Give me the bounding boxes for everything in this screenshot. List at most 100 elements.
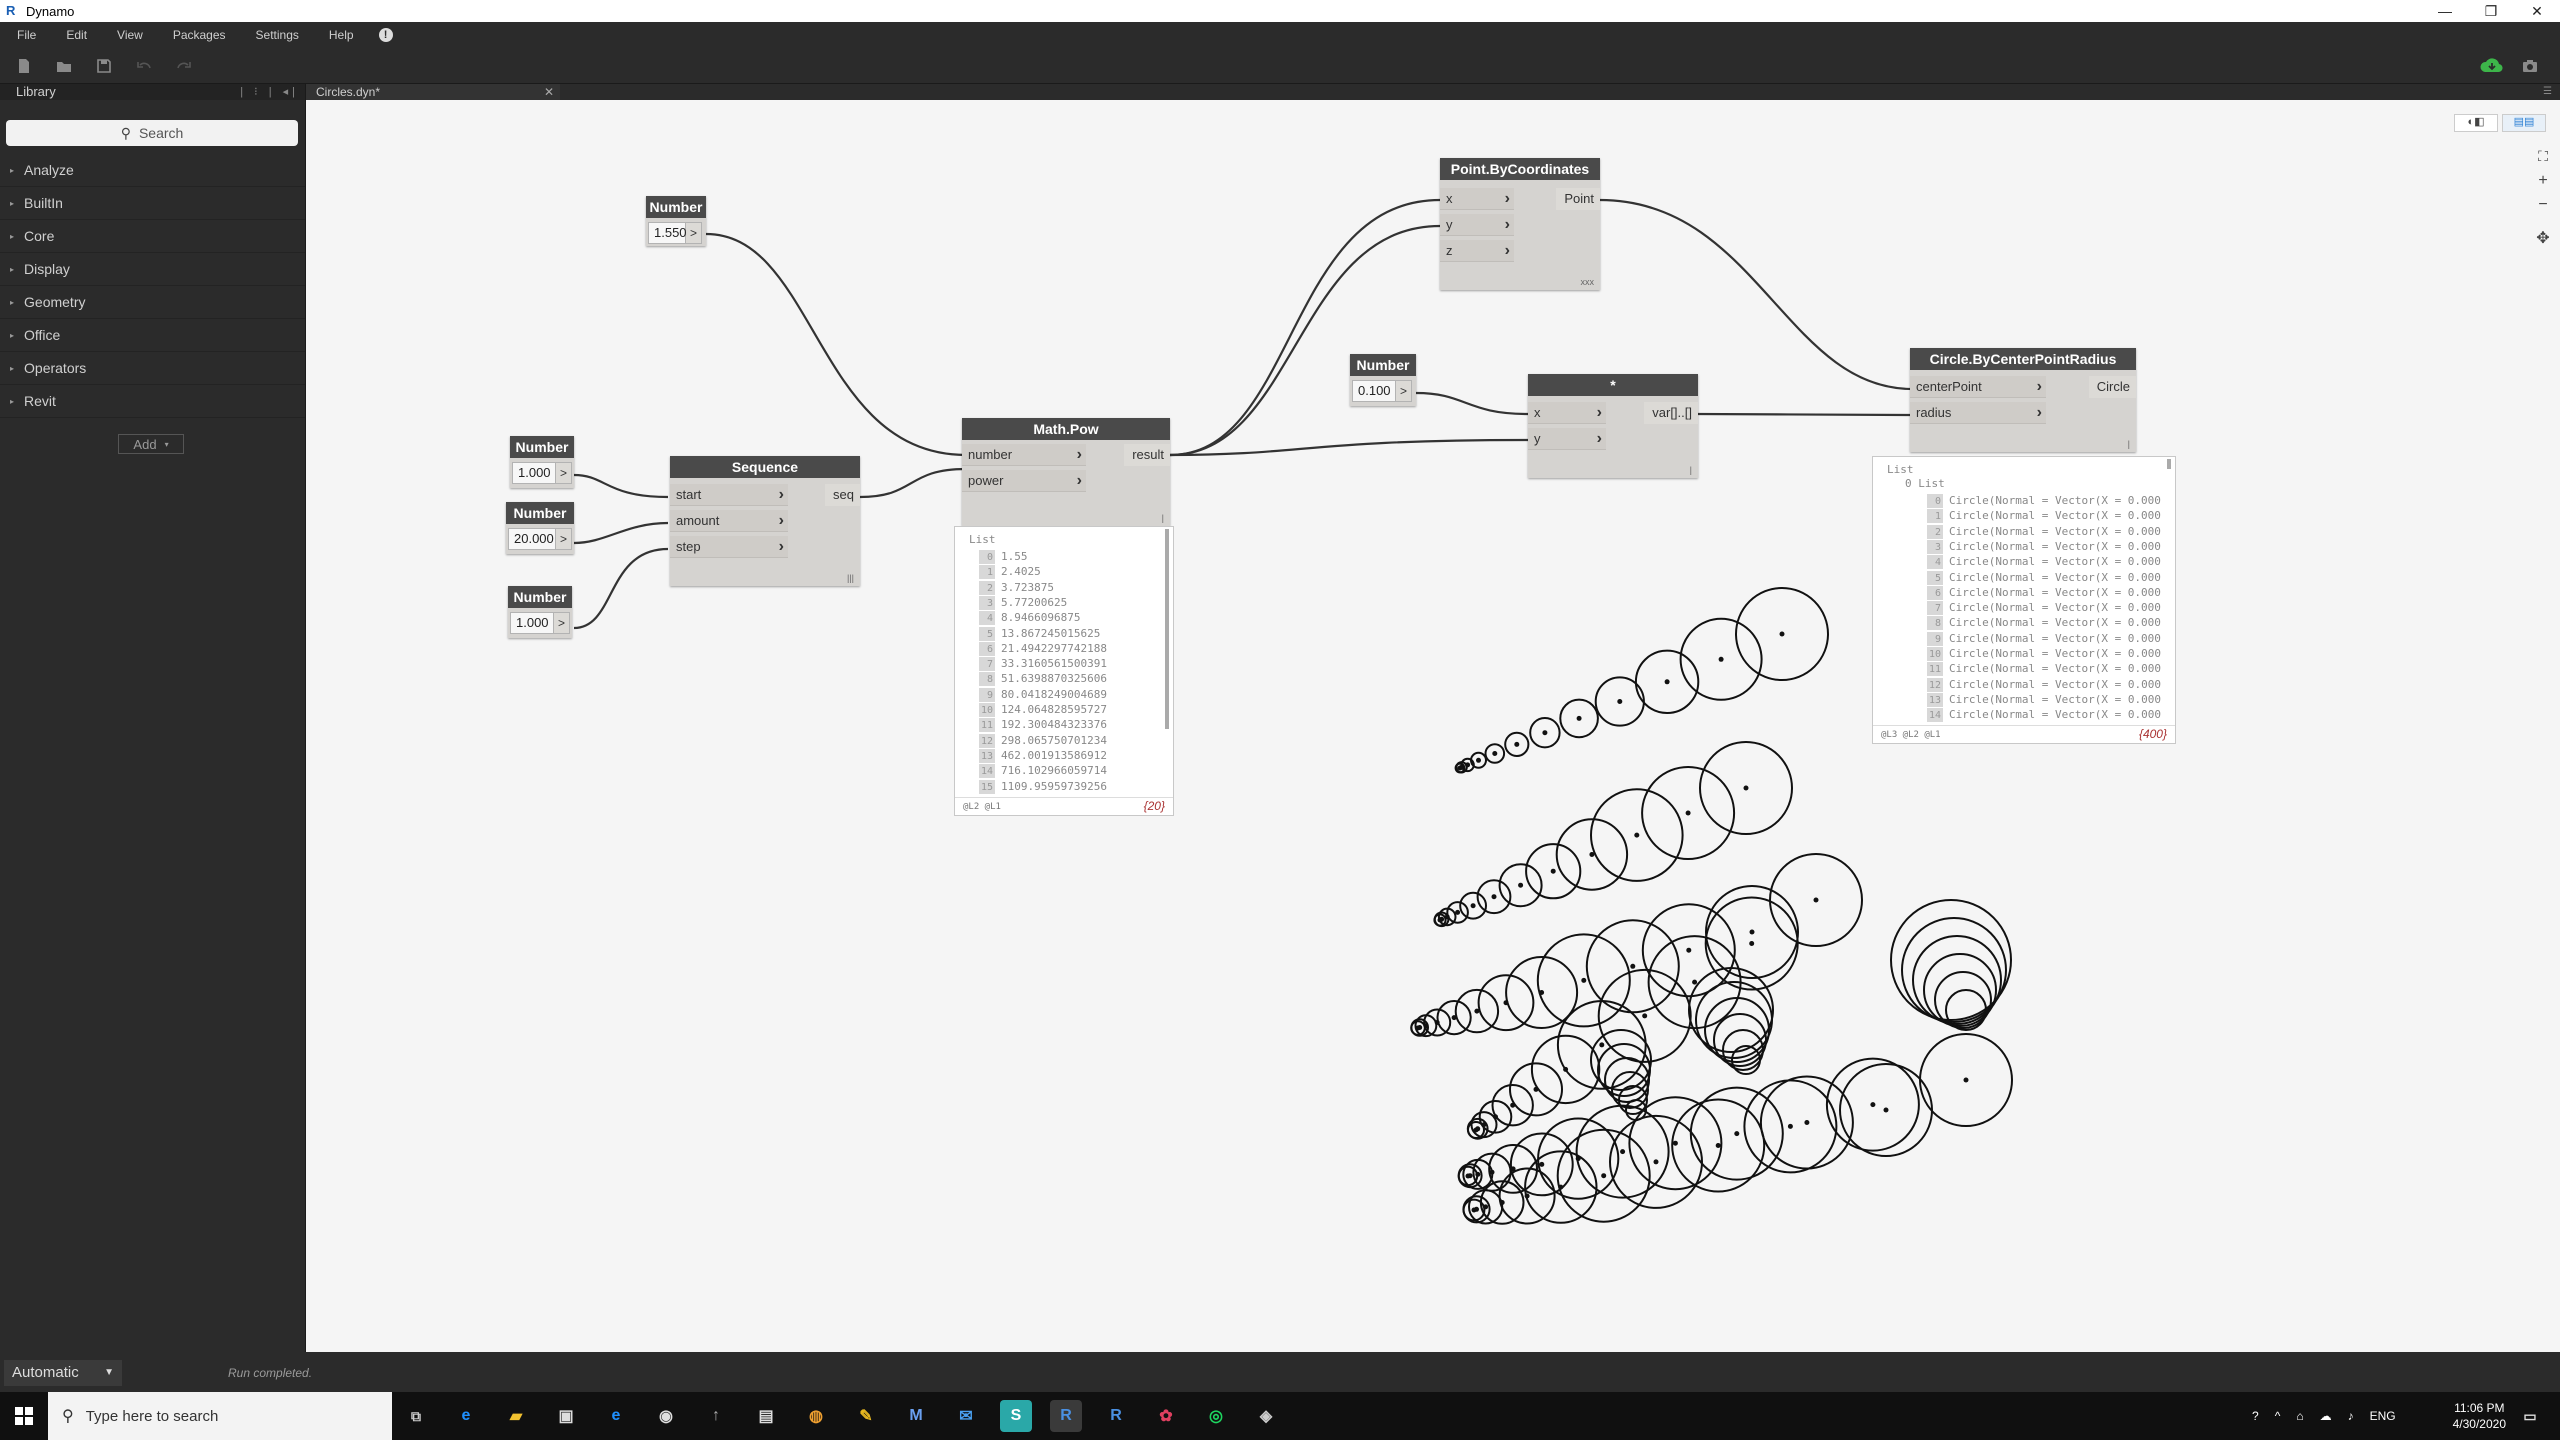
output-port[interactable]: >: [1396, 380, 1412, 402]
menu-edit[interactable]: Edit: [66, 28, 88, 42]
info-icon[interactable]: !: [378, 28, 393, 42]
lacing-indicator[interactable]: |: [2127, 439, 2130, 449]
network-icon[interactable]: ⌂: [2296, 1409, 2304, 1423]
number-node-factor[interactable]: Number 0.100 >: [1350, 354, 1416, 406]
tab-circles[interactable]: Circles.dyn* ✕: [306, 84, 560, 100]
input-port-y[interactable]: y›: [1440, 214, 1514, 236]
redo-button[interactable]: [172, 54, 196, 78]
screenshot-button[interactable]: [2518, 54, 2542, 78]
input-port-y[interactable]: y›: [1528, 428, 1606, 450]
library-category-core[interactable]: ▸Core: [0, 220, 305, 253]
output-port-circle[interactable]: Circle: [2088, 376, 2136, 398]
restore-button[interactable]: ❐: [2484, 2, 2498, 19]
output-port-seq[interactable]: seq: [825, 484, 860, 506]
cloud-icon[interactable]: ☁: [2319, 1409, 2332, 1423]
pencil-icon[interactable]: ✎: [859, 1408, 873, 1425]
graph-canvas[interactable]: Number 1.550 > Number 1.000 > Number 20.…: [306, 100, 2560, 1352]
input-port-number[interactable]: number›: [962, 444, 1086, 466]
tray-expand-icon[interactable]: ^: [2274, 1409, 2281, 1423]
chrome-icon[interactable]: ◉: [659, 1408, 673, 1425]
number-node-base[interactable]: Number 1.550 >: [646, 196, 706, 246]
number-input[interactable]: 1.550: [648, 222, 687, 244]
preview-scrollbar[interactable]: [2167, 459, 2171, 469]
notification-icon[interactable]: ▭: [2523, 1407, 2537, 1424]
number-node-amount[interactable]: Number 20.000 >: [506, 502, 574, 554]
revit-icon-active[interactable]: R: [1050, 1400, 1082, 1432]
input-port-start[interactable]: start›: [670, 484, 788, 506]
number-input[interactable]: 20.000: [508, 528, 556, 550]
add-library-button[interactable]: Add ▾: [118, 434, 184, 454]
input-port-step[interactable]: step›: [670, 536, 788, 558]
multiply-node[interactable]: * x› y› var[]..[] |: [1528, 374, 1698, 478]
circle-by-center-point-radius-node[interactable]: Circle.ByCenterPointRadius centerPoint› …: [1910, 348, 2136, 452]
point-by-coordinates-node[interactable]: Point.ByCoordinates x› y› z› Point xxx: [1440, 158, 1600, 290]
menu-view[interactable]: View: [117, 28, 143, 42]
menu-settings[interactable]: Settings: [255, 28, 299, 42]
lacing-indicator[interactable]: |||: [846, 573, 854, 583]
volume-icon[interactable]: ♪: [2347, 1409, 2354, 1423]
number-node-step[interactable]: Number 1.000 >: [508, 586, 572, 638]
library-category-builtin[interactable]: ▸BuiltIn: [0, 187, 305, 220]
revit-icon[interactable]: R: [1110, 1407, 1122, 1424]
undo-button[interactable]: [132, 54, 156, 78]
menu-file[interactable]: File: [17, 28, 37, 42]
sequence-node[interactable]: Sequence start› amount› step› seq |||: [670, 456, 860, 586]
upload-icon[interactable]: ↑: [712, 1407, 720, 1424]
number-input[interactable]: 0.100: [1352, 380, 1396, 402]
menu-help[interactable]: Help: [328, 28, 354, 42]
input-port-amount[interactable]: amount›: [670, 510, 788, 532]
pan-button[interactable]: ✥: [2534, 228, 2552, 247]
output-port-point[interactable]: Point: [1556, 188, 1600, 210]
input-port-x[interactable]: x›: [1440, 188, 1514, 210]
input-port-z[interactable]: z›: [1440, 240, 1514, 262]
task-view-icon[interactable]: ⧉: [411, 1407, 421, 1424]
start-button[interactable]: [0, 1392, 48, 1440]
browser-icon[interactable]: ◍: [809, 1408, 823, 1425]
math-pow-node[interactable]: Math.Pow number› power› result |: [962, 418, 1170, 526]
save-button[interactable]: [92, 54, 116, 78]
input-port-power[interactable]: power›: [962, 470, 1086, 492]
language-indicator[interactable]: ENG: [2369, 1409, 2396, 1423]
library-layout-icon[interactable]: | ⁝ | ◂|: [240, 86, 299, 98]
number-node-start[interactable]: Number 1.000 >: [510, 436, 574, 488]
input-port-x[interactable]: x›: [1528, 402, 1606, 424]
output-port-result[interactable]: result: [1124, 444, 1170, 466]
library-category-analyze[interactable]: ▸Analyze: [0, 154, 305, 187]
geometry-view-toggle[interactable]: ◐◧: [2454, 114, 2498, 132]
edge-icon[interactable]: e: [461, 1407, 471, 1424]
ie-icon[interactable]: e: [611, 1407, 621, 1424]
mail-icon[interactable]: ✉: [959, 1408, 973, 1425]
lacing-indicator[interactable]: |: [1161, 513, 1164, 523]
dynamo-taskbar-icon[interactable]: ◈: [1259, 1408, 1273, 1425]
app-m-icon[interactable]: M: [909, 1407, 923, 1424]
library-category-operators[interactable]: ▸Operators: [0, 352, 305, 385]
store-icon[interactable]: ▣: [558, 1408, 574, 1425]
spotify-icon[interactable]: ◎: [1209, 1408, 1223, 1425]
zoom-out-button[interactable]: −: [2534, 196, 2552, 214]
menu-packages[interactable]: Packages: [172, 28, 226, 42]
library-category-display[interactable]: ▸Display: [0, 253, 305, 286]
document-icon[interactable]: ▤: [758, 1408, 774, 1425]
minimize-button[interactable]: —: [2438, 3, 2452, 19]
open-file-button[interactable]: [52, 54, 76, 78]
zoom-fit-button[interactable]: ⛶: [2534, 148, 2552, 166]
tab-menu-icon[interactable]: ☰: [2543, 86, 2552, 97]
library-category-geometry[interactable]: ▸Geometry: [0, 286, 305, 319]
new-file-button[interactable]: [12, 54, 36, 78]
output-port[interactable]: >: [686, 222, 702, 244]
output-port[interactable]: >: [556, 528, 572, 550]
lacing-indicator[interactable]: |: [1689, 465, 1692, 475]
preview-scrollbar[interactable]: [1165, 529, 1169, 729]
zoom-in-button[interactable]: +: [2534, 172, 2552, 190]
number-input[interactable]: 1.000: [512, 462, 556, 484]
input-port-radius[interactable]: radius›: [1910, 402, 2046, 424]
library-search-input[interactable]: ⚲ Search: [6, 120, 298, 146]
close-window-button[interactable]: ✕: [2531, 2, 2543, 19]
close-tab-icon[interactable]: ✕: [543, 85, 554, 99]
output-port[interactable]: >: [554, 612, 570, 634]
library-category-office[interactable]: ▸Office: [0, 319, 305, 352]
output-port-var[interactable]: var[]..[]: [1644, 402, 1698, 424]
run-mode-select[interactable]: Automatic ▼: [4, 1360, 122, 1386]
